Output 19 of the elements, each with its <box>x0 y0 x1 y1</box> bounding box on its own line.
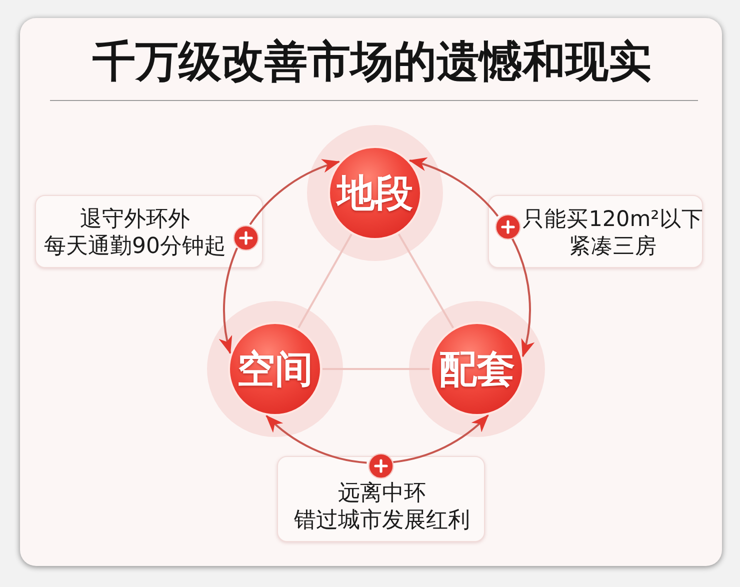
plus-icon <box>368 453 394 479</box>
title: 千万级改善市场的遗憾和现实 <box>92 36 652 88</box>
curved-arrow <box>220 248 238 354</box>
curved-arrow <box>266 414 367 464</box>
plus-icon <box>233 225 259 251</box>
callout-text: 只能买120m²以下紧凑三房 <box>522 206 704 260</box>
curved-arrow <box>511 238 534 358</box>
callout-text: 退守外环外每天通勤90分钟起 <box>44 206 226 260</box>
connector-line <box>298 234 352 328</box>
callout-box <box>488 195 703 268</box>
curved-arrow <box>249 160 340 226</box>
curved-arrow <box>393 414 489 464</box>
callout-text: 远离中环错过城市发展红利 <box>294 480 470 534</box>
plus-icon <box>495 214 521 240</box>
connector-line <box>322 368 430 370</box>
callout-box <box>277 456 485 542</box>
connector-line <box>398 234 454 328</box>
callout-box <box>35 195 263 268</box>
curved-arrow <box>408 158 499 217</box>
